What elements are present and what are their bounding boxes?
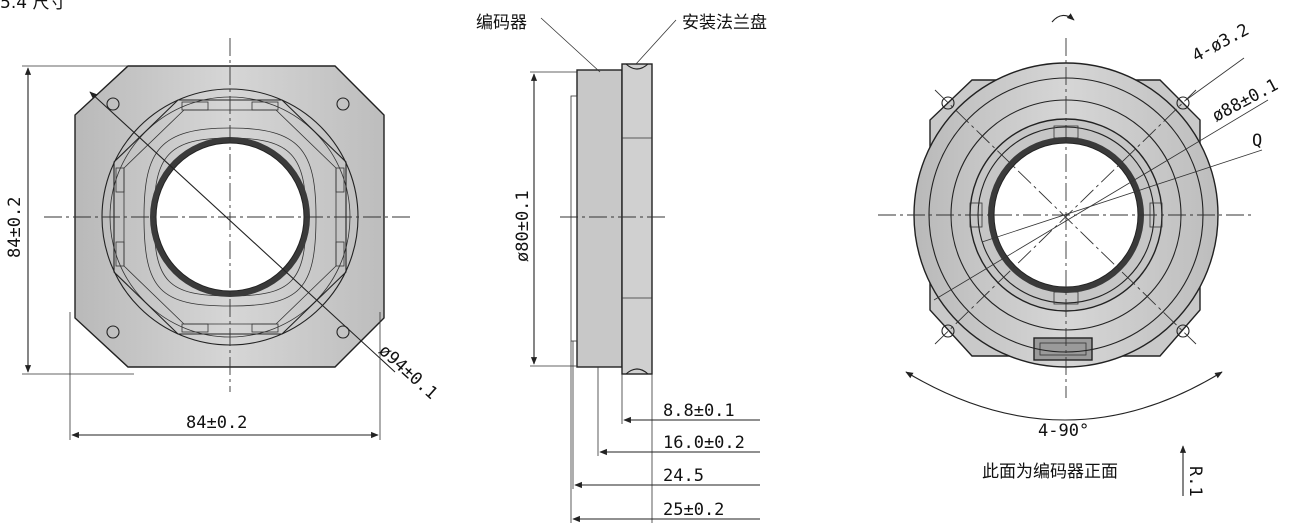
front-tab-right-top: [335, 167, 345, 193]
rotation-arrow-icon: [1051, 13, 1075, 23]
side-dim-1: 8.8±0.1: [663, 401, 735, 421]
front-tab-bottom-right: [251, 323, 279, 333]
front-height-dim: 84±0.2: [5, 197, 25, 258]
rear-holes-dim: 4-ø3.2: [1189, 20, 1253, 66]
encoder-leader: [540, 17, 601, 73]
rear-q-leader: [981, 149, 1263, 243]
side-dim-4: 25±0.2: [663, 500, 724, 520]
encoder-label: 编码器: [476, 13, 527, 33]
rear-hole-top-left: [941, 96, 955, 110]
front-tab-left-top: [115, 167, 125, 193]
section-title: 5.4 尺寸: [0, 0, 66, 13]
rear-hole-bottom-left: [941, 324, 955, 338]
rear-angle-dim: 4-90°: [1038, 421, 1089, 441]
rear-face-note: 此面为编码器正面: [982, 462, 1118, 482]
front-tab-bottom-left: [181, 323, 209, 333]
front-tab-top-left: [181, 101, 209, 111]
rear-pcd-dim: ø88±0.1: [1209, 75, 1282, 126]
side-encoder-step: [570, 95, 578, 342]
front-diag-dim: ø94±0.1: [375, 341, 442, 404]
side-dim-2: 16.0±0.2: [663, 433, 745, 453]
front-tab-right-bottom: [335, 241, 345, 267]
rear-angle-arc: [905, 371, 1223, 421]
rear-pcd-leader: [933, 99, 1269, 301]
rear-holes-leader: [1185, 57, 1245, 101]
rear-view: 4-ø3.2 ø88±0.1 Q 4-90° 此面为编码器正面 R.1: [878, 13, 1282, 497]
front-view: 84±0.2 84±0.2 ø94±0.1: [5, 38, 441, 440]
rear-hole-diag-2: [934, 89, 1197, 345]
rear-hole-bottom-right: [1176, 324, 1190, 338]
front-tab-top-right: [251, 101, 279, 111]
side-flange: [621, 63, 653, 375]
side-dia-dim: ø80±0.1: [513, 190, 533, 262]
front-octagon-frame: [113, 99, 347, 335]
front-hole-bottom-right: [336, 325, 350, 339]
rear-hole-top-right: [1176, 96, 1190, 110]
side-dim-3: 24.5: [663, 466, 704, 486]
front-tab-left-bottom: [115, 241, 125, 267]
side-view: ø80±0.1 编码器 安装法兰盘 8.8±0.1 16.0±0.2 24.5 …: [476, 13, 767, 523]
side-flange-chamfer-top: [625, 63, 649, 70]
front-diag-dim-line: [89, 91, 396, 373]
flange-label: 安装法兰盘: [682, 13, 767, 33]
rear-r-label: R.1: [1185, 466, 1205, 497]
front-width-dim: 84±0.2: [186, 413, 247, 433]
front-hole-top-right: [336, 97, 350, 111]
front-hole-top-left: [106, 97, 120, 111]
side-encoder-body: [576, 69, 623, 368]
rear-connector: [1033, 337, 1093, 361]
side-flange-chamfer-bottom: [625, 368, 649, 375]
flange-leader: [635, 19, 677, 65]
front-hole-bottom-left: [106, 325, 120, 339]
rear-q-label: Q: [1252, 131, 1262, 151]
